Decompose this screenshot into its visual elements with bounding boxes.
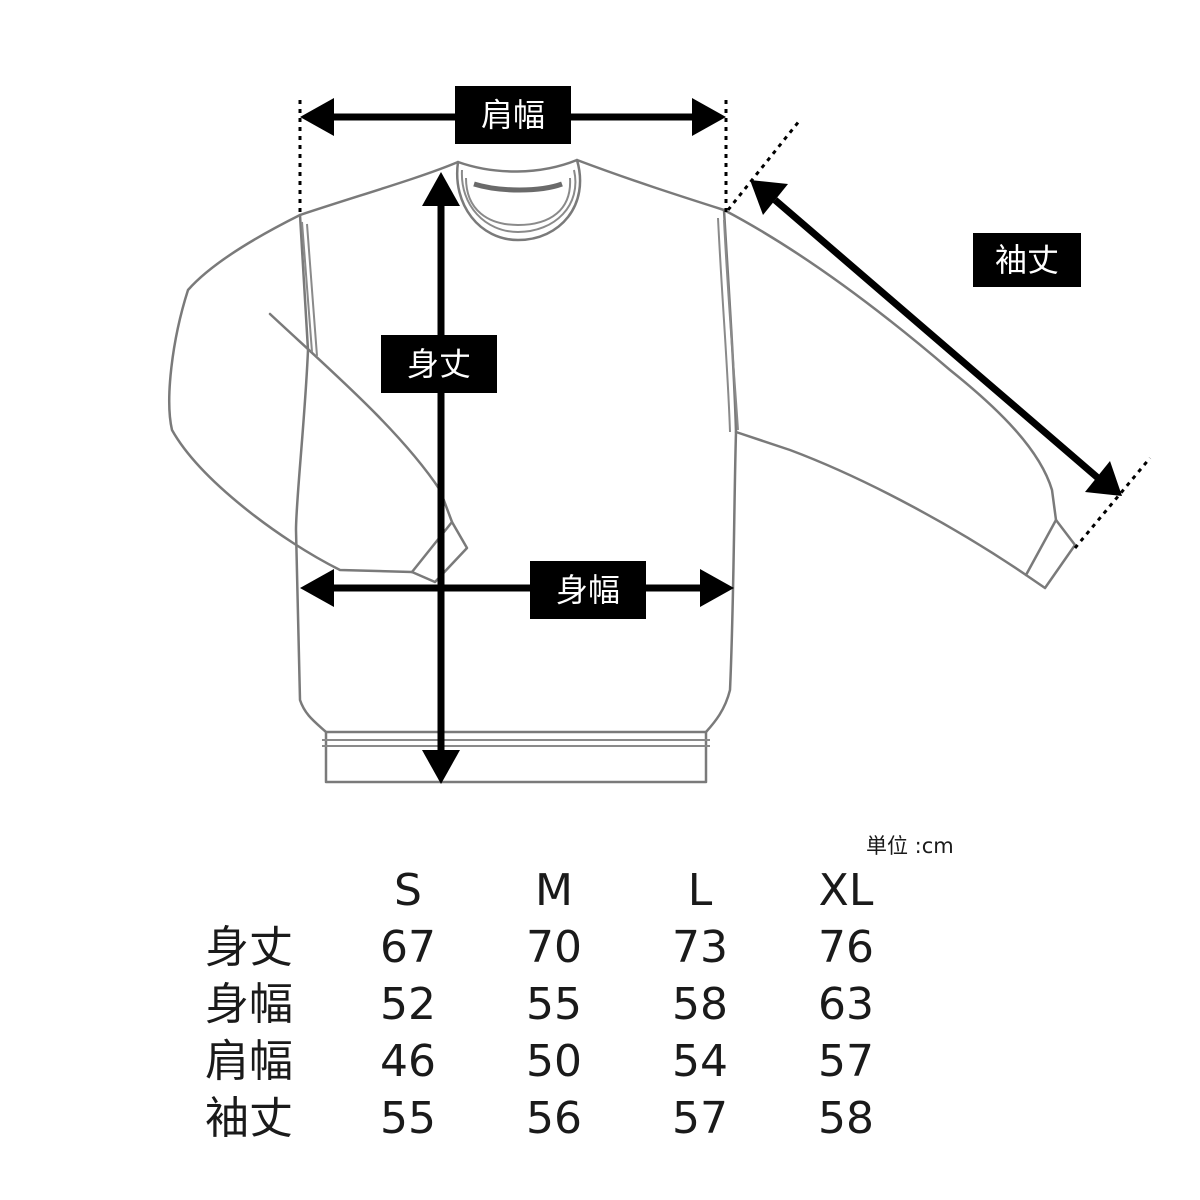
body-width-dimension: 身幅 xyxy=(300,561,734,619)
shoulder-seam-left xyxy=(298,160,460,217)
row-label-body-length: 身丈 xyxy=(205,922,293,973)
sleeve-arrow-bottom xyxy=(1085,461,1122,496)
body-length-dimension: 身丈 xyxy=(381,172,497,784)
collar-inner-back xyxy=(473,181,563,193)
body-length-tag xyxy=(381,335,497,393)
sleeve-guide-top xyxy=(726,119,802,211)
body-width-label: 身幅 xyxy=(556,571,620,609)
table-cell: 57 xyxy=(672,1093,728,1144)
table-cell: 56 xyxy=(526,1093,582,1144)
right-cuff xyxy=(1024,518,1058,577)
body-left-side xyxy=(294,213,328,734)
size-header-m: M xyxy=(535,865,573,916)
body-length-label: 身丈 xyxy=(407,345,471,383)
shoulder-arrow-left xyxy=(300,98,334,136)
table-cell: 58 xyxy=(818,1093,874,1144)
left-cuff xyxy=(410,520,454,574)
sleeve-guide-bottom xyxy=(1073,457,1152,549)
size-header-l: L xyxy=(687,865,713,916)
table-cell: 57 xyxy=(818,1036,874,1087)
table-row: 肩幅 46 50 54 57 xyxy=(205,1033,919,1090)
sleeve-length-dimension: 袖丈 xyxy=(726,119,1152,549)
collar-rib xyxy=(460,169,577,234)
row-label-sleeve-length: 袖丈 xyxy=(205,1093,293,1144)
hem-rib-stitch xyxy=(322,739,710,747)
table-row: 身丈 67 70 73 76 xyxy=(205,919,919,976)
body-length-arrow-top xyxy=(422,172,460,206)
table-cell: 50 xyxy=(526,1036,582,1087)
body-width-arrow-right xyxy=(700,569,734,607)
collar-outer xyxy=(455,158,582,242)
right-armhole-stitch xyxy=(717,217,739,433)
table-cell: 46 xyxy=(380,1036,436,1087)
table-cell: 70 xyxy=(526,922,582,973)
table-row: 身幅 52 55 58 63 xyxy=(205,976,919,1033)
table-cell: 76 xyxy=(818,922,874,973)
body-width-arrow-left xyxy=(300,569,334,607)
header-corner xyxy=(205,862,335,919)
table-cell: 58 xyxy=(672,979,728,1030)
size-header-s: S xyxy=(394,865,422,916)
left-armhole-stitch xyxy=(301,221,318,357)
shoulder-width-tag xyxy=(455,86,571,144)
table-cell: 67 xyxy=(380,922,436,973)
sleeve-length-tag xyxy=(973,233,1081,287)
right-sleeve xyxy=(722,208,1077,590)
row-label-body-width: 身幅 xyxy=(205,979,293,1030)
table-row: 袖丈 55 56 57 58 xyxy=(205,1090,919,1147)
table-cell: 63 xyxy=(818,979,874,1030)
sleeve-length-line xyxy=(772,197,1101,481)
sweatshirt-size-diagram: 肩幅 身丈 身幅 袖丈 xyxy=(168,86,1152,784)
table-cell: 55 xyxy=(526,979,582,1030)
body-width-tag xyxy=(530,561,646,619)
unit-label: 単位 :cm xyxy=(866,834,954,858)
sleeve-arrow-top xyxy=(750,180,788,215)
size-table: S M L XL 身丈 67 70 73 76 身幅 52 55 58 63 肩… xyxy=(205,862,919,1147)
shoulder-seam-right xyxy=(575,158,726,212)
table-cell: 55 xyxy=(380,1093,436,1144)
size-header-row: S M L XL xyxy=(205,862,919,919)
sleeve-length-label: 袖丈 xyxy=(995,241,1059,279)
body-length-arrow-bottom xyxy=(422,750,460,784)
shoulder-width-label: 肩幅 xyxy=(481,96,545,134)
table-cell: 54 xyxy=(672,1036,728,1087)
shoulder-width-dimension: 肩幅 xyxy=(298,86,728,215)
left-sleeve xyxy=(168,213,414,574)
shoulder-arrow-right xyxy=(692,98,726,136)
size-header-xl: XL xyxy=(818,865,874,916)
table-cell: 73 xyxy=(672,922,728,973)
row-label-shoulder-width: 肩幅 xyxy=(205,1036,293,1087)
table-cell: 52 xyxy=(380,979,436,1030)
sweatshirt-outline xyxy=(168,158,1077,784)
